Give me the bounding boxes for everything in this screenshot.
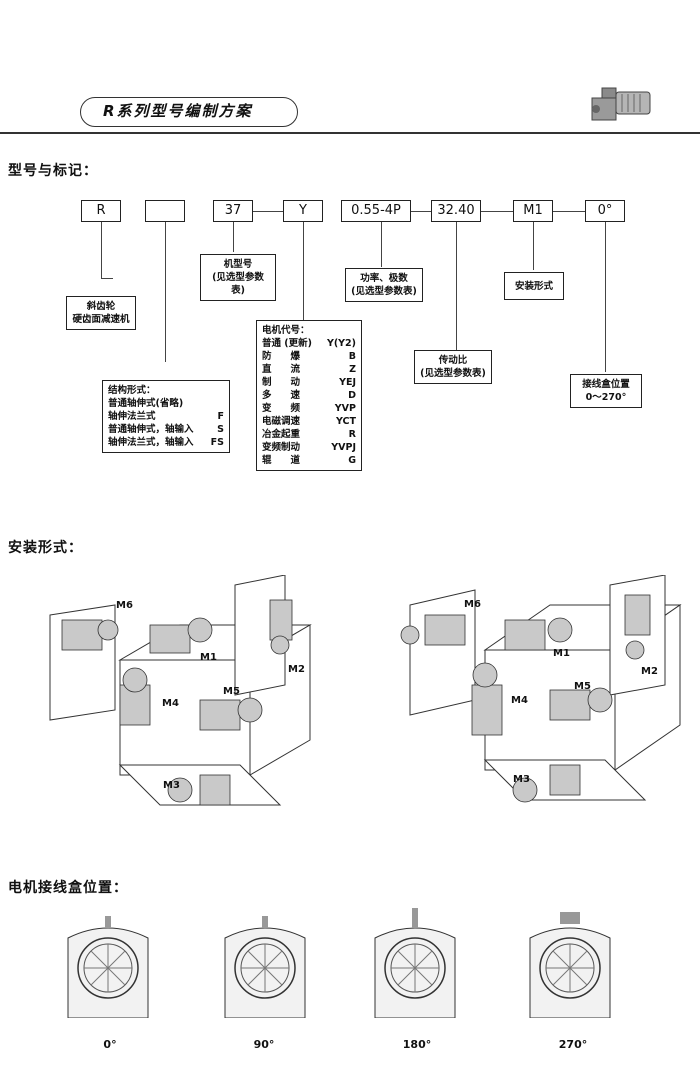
mount-label: M4 [511, 695, 528, 706]
terminal-box-0 [58, 908, 158, 1022]
mount-label: M4 [162, 698, 179, 709]
terminal-box-180 [365, 908, 465, 1022]
connector [456, 222, 457, 350]
section-title-model: 型号与标记： [8, 163, 98, 179]
header-divider [0, 132, 700, 134]
terminal-box-90 [215, 908, 315, 1022]
mount-label: M5 [223, 686, 240, 697]
code-mount: M1 [513, 200, 553, 222]
dash [411, 211, 431, 212]
section-title-mounting: 安装形式： [8, 540, 83, 556]
dash [481, 211, 513, 212]
note-helical: 斜齿轮硬齿面减速机 [66, 296, 136, 330]
connector [165, 222, 166, 362]
code-angle: 0° [585, 200, 625, 222]
note-power: 功率、极数(见选型参数表) [345, 268, 423, 302]
code-power: 0.55-4P [341, 200, 411, 222]
angle-label: 90° [253, 1038, 275, 1051]
mount-label: M1 [553, 648, 570, 659]
connector [233, 222, 234, 252]
code-size: 37 [213, 200, 253, 222]
page-title: R系列型号编制方案 [80, 97, 298, 127]
connector [303, 222, 304, 320]
note-mount: 安装形式 [504, 272, 564, 300]
connector [101, 278, 113, 279]
section-title-terminal: 电机接线盒位置： [8, 880, 128, 896]
mount-label: M2 [641, 666, 658, 677]
mounting-diagram-left [49, 575, 312, 806]
note-frame: 机型号(见选型参数表) [200, 254, 276, 301]
connector [101, 222, 102, 278]
connector [605, 222, 606, 372]
mount-label: M6 [464, 599, 481, 610]
angle-label: 180° [402, 1038, 432, 1051]
mounting-diagram-right [400, 575, 682, 803]
dash [553, 211, 585, 212]
gear-motor-illustration [588, 76, 658, 130]
note-ratio: 传动比(见选型参数表) [414, 350, 492, 384]
code-y: Y [283, 200, 323, 222]
terminal-box-270 [520, 908, 620, 1022]
mount-label: M5 [574, 681, 591, 692]
mount-label: M3 [163, 780, 180, 791]
connector [381, 222, 382, 267]
code-ratio: 32.40 [431, 200, 481, 222]
code-blank [145, 200, 185, 222]
mount-label: M1 [200, 652, 217, 663]
mount-label: M2 [288, 664, 305, 675]
mount-label: M6 [116, 600, 133, 611]
mount-label: M3 [513, 774, 530, 785]
angle-label: 0° [103, 1038, 117, 1051]
connector [533, 222, 534, 270]
code-r: R [81, 200, 121, 222]
angle-label: 270° [558, 1038, 588, 1051]
dash [253, 211, 283, 212]
